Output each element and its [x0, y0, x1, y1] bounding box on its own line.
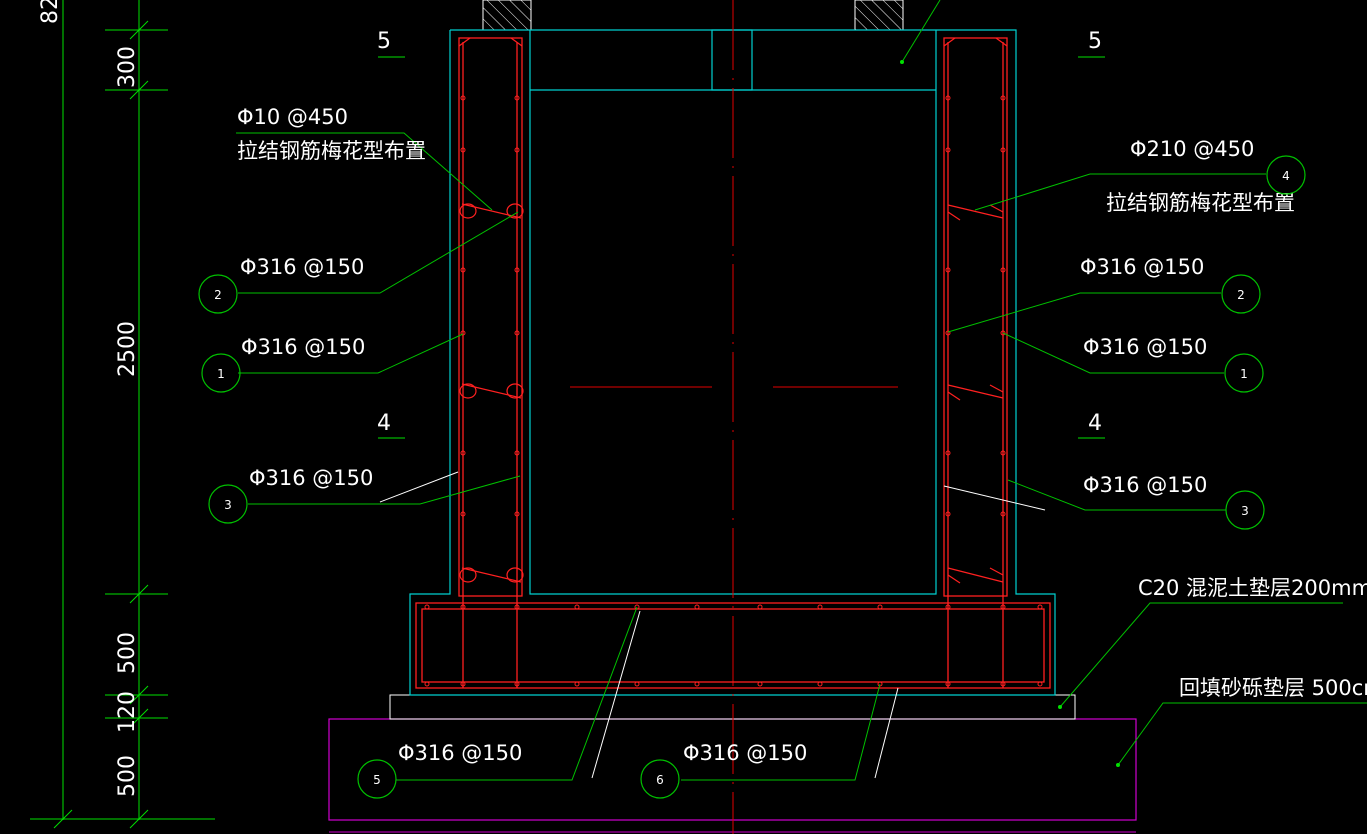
dim-top-cut: 82 — [38, 0, 63, 24]
annotation-sand: 回填砂砾垫层 500cm — [1179, 676, 1367, 700]
annotation-right-2: Φ316 @150 — [1080, 255, 1204, 279]
bubble-5: 5 — [373, 773, 381, 787]
dim-500-sand: 500 — [115, 755, 140, 797]
bubble-circles — [198, 155, 1306, 799]
bubble-4: 4 — [1282, 169, 1290, 183]
bubble-3-left: 3 — [224, 498, 232, 512]
section-mark-underlines — [378, 56, 1105, 439]
annotation-tie-left-spec: Φ10 @450 — [237, 105, 348, 129]
bubble-1-left: 1 — [217, 367, 225, 381]
annotation-left-3: Φ316 @150 — [249, 466, 373, 490]
dim-500-base: 500 — [115, 632, 140, 674]
annotation-right-1: Φ316 @150 — [1083, 335, 1207, 359]
leader-lines — [236, 0, 1367, 781]
bubble-3-right: 3 — [1241, 504, 1249, 518]
dim-2500: 2500 — [115, 321, 140, 377]
bubble-1-right: 1 — [1240, 367, 1248, 381]
section-mark-5-left: 5 — [377, 29, 391, 54]
rebar-dots — [424, 95, 1043, 687]
annotation-bottom-6: Φ316 @150 — [683, 741, 807, 765]
bubble-2-left: 2 — [214, 288, 222, 302]
annotation-right-3: Φ316 @150 — [1083, 473, 1207, 497]
section-mark-5-right: 5 — [1088, 29, 1102, 54]
annotation-left-1: Φ316 @150 — [241, 335, 365, 359]
column-stub-right — [854, 0, 904, 31]
annotation-tie-right-spec: Φ210 @450 — [1130, 137, 1254, 161]
centerlines — [570, 0, 898, 834]
bubble-2-right: 2 — [1237, 288, 1245, 302]
annotation-bottom-5: Φ316 @150 — [398, 741, 522, 765]
tie-bars — [459, 203, 1004, 584]
dimension-chain — [30, 0, 215, 829]
section-mark-4-left: 4 — [377, 411, 391, 436]
leader-end-dots — [900, 60, 1120, 767]
dim-300: 300 — [115, 46, 140, 88]
annotation-left-2: Φ316 @150 — [240, 255, 364, 279]
white-leaders — [379, 471, 1046, 779]
dim-120: 120 — [115, 691, 140, 733]
annotation-tie-right-note: 拉结钢筋梅花型布置 — [1106, 191, 1295, 215]
column-stub-left — [482, 0, 532, 31]
section-mark-4-right: 4 — [1088, 411, 1102, 436]
annotation-tie-left-note: 拉结钢筋梅花型布置 — [237, 139, 426, 163]
bubble-6: 6 — [656, 773, 664, 787]
annotation-cushion: C20 混泥土垫层200mm — [1138, 576, 1367, 600]
rebar-cage — [415, 37, 1051, 689]
